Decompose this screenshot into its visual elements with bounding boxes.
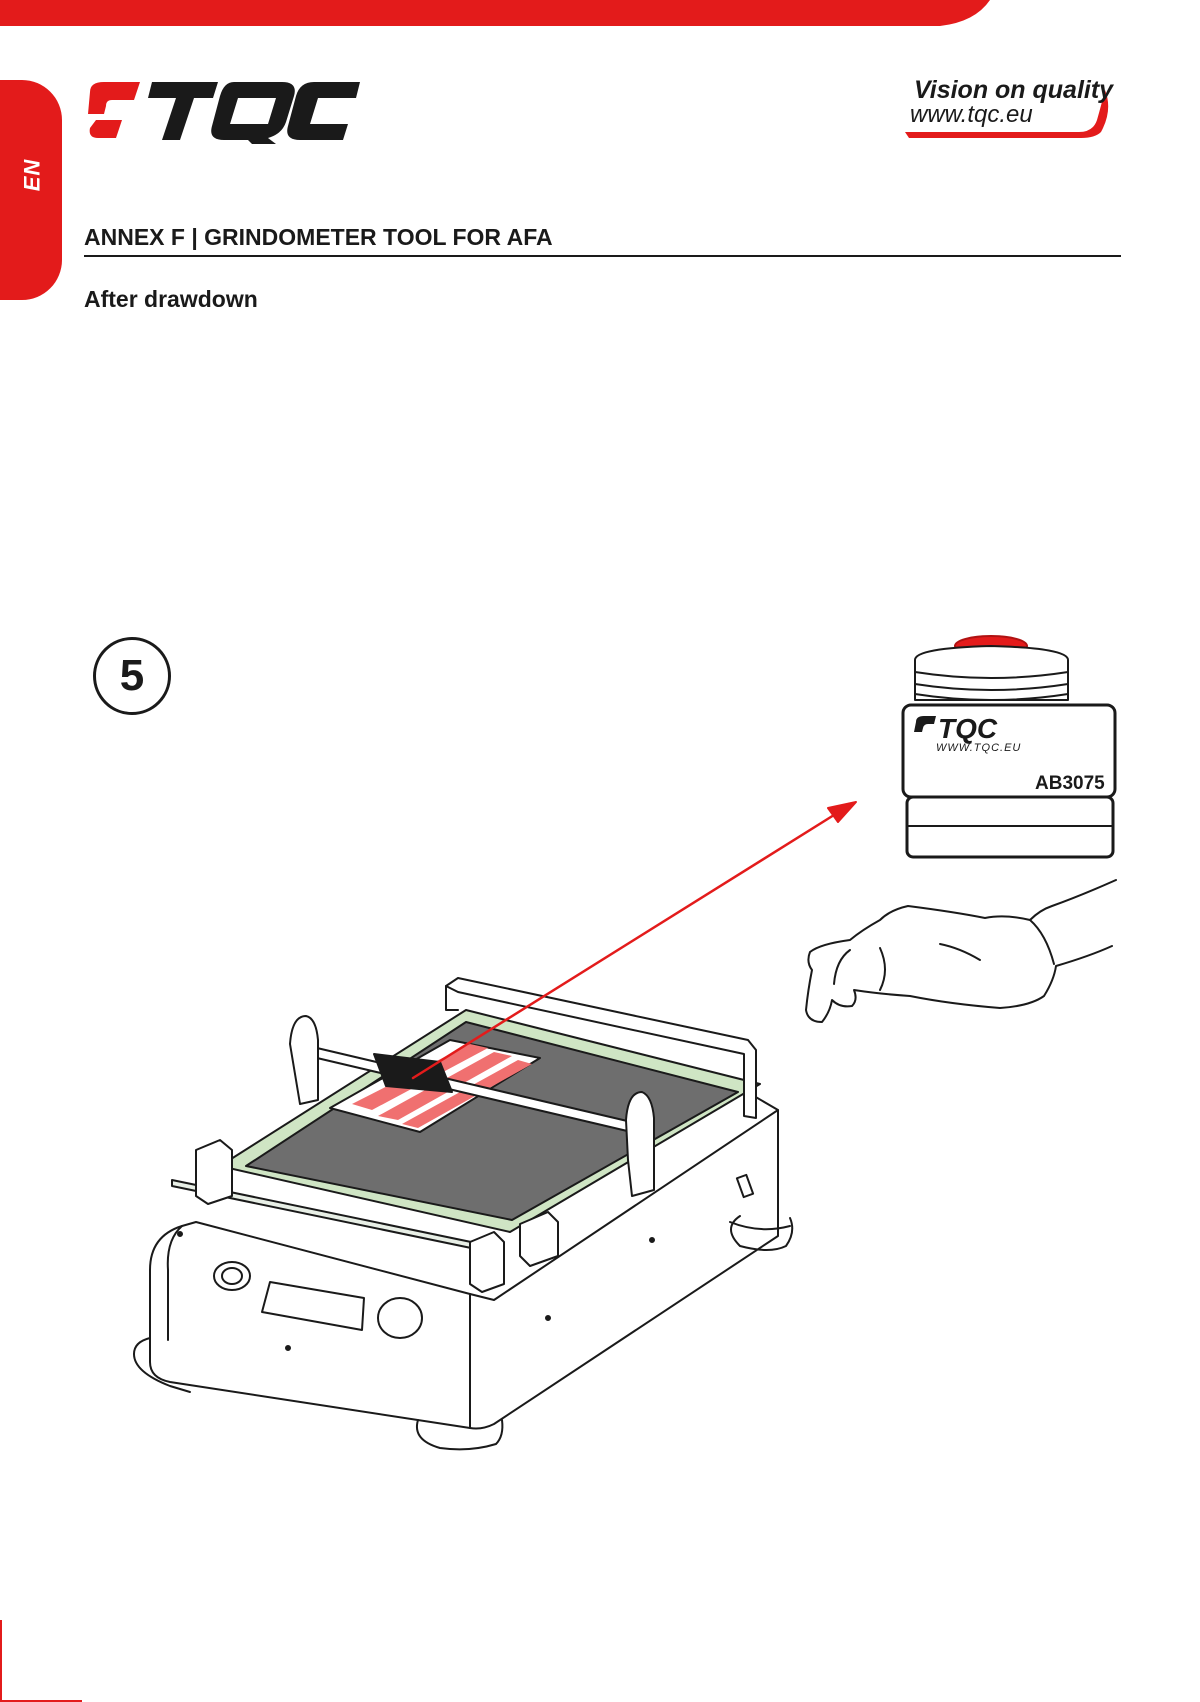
- tagline-swoosh: [905, 90, 1109, 138]
- gloved-hand-icon: [805, 879, 1117, 1023]
- cleaning-jar: [901, 635, 1117, 859]
- applicator-gantry: [195, 1015, 655, 1293]
- tagline-text: Vision on quality: [914, 76, 1114, 104]
- section-subtitle: After drawdown: [84, 286, 258, 312]
- back-rail: [445, 977, 757, 1119]
- glass-plate: [171, 1009, 761, 1255]
- jar-logo: TQC: [914, 713, 998, 744]
- step-number-badge: 5: [93, 637, 171, 715]
- language-tab: EN: [0, 80, 62, 300]
- jar-brand: TQC: [938, 713, 998, 744]
- corner-mark: [0, 1620, 82, 1702]
- tagline: Vision on quality www.tqc.eu: [905, 76, 1125, 142]
- website-text: www.tqc.eu: [910, 101, 1033, 128]
- jar-website: WWW.TQC.EU: [936, 742, 1021, 754]
- tqc-logo: [88, 82, 360, 144]
- title-divider: [84, 255, 1121, 257]
- direction-arrow-icon: [411, 801, 857, 1080]
- section-title: ANNEX F | GRINDOMETER TOOL FOR AFA: [84, 224, 553, 250]
- jar-product-code: AB3075: [1035, 773, 1105, 794]
- top-red-bar: [0, 0, 990, 26]
- applicator-base: [133, 1095, 794, 1451]
